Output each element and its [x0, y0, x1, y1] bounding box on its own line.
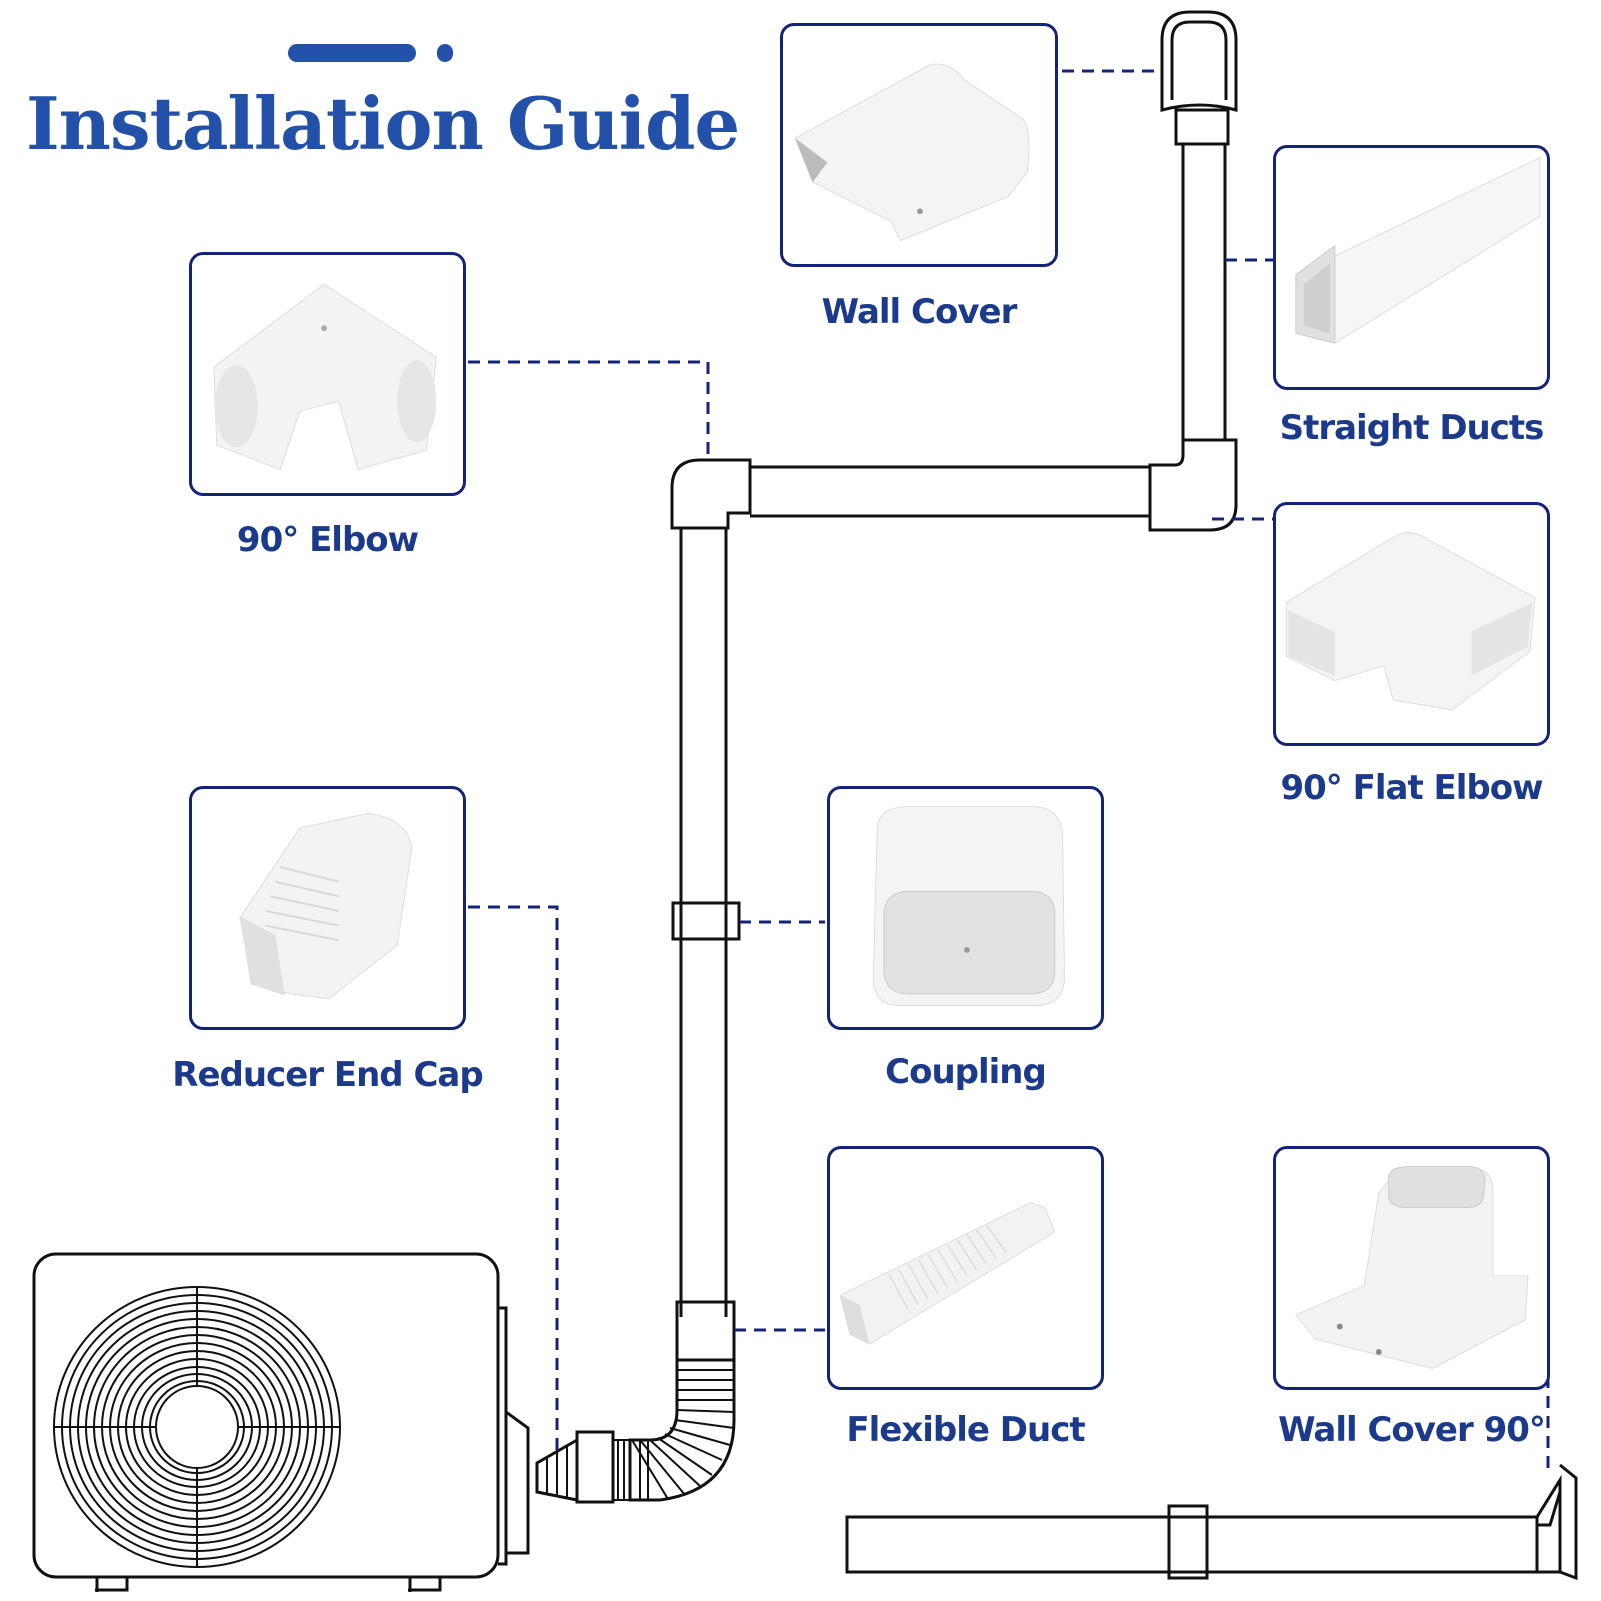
part-card-reducer-end-cap [189, 786, 466, 1030]
right-elbow-drawing [1148, 438, 1238, 532]
connector-elbow [468, 360, 710, 458]
title-decoration-bar [288, 44, 416, 62]
part-card-elbow-90 [189, 252, 466, 496]
part-label-wall-cover: Wall Cover [821, 292, 1018, 332]
outdoor-unit-drawing [32, 1252, 500, 1579]
reducer-end-cap-product-image [239, 812, 413, 1000]
part-card-wall-cover [780, 23, 1058, 267]
flexible-duct-product-image [839, 1202, 1056, 1345]
part-label-elbow-90: 90° Elbow [236, 520, 419, 560]
fan-grille-drawing [53, 1286, 341, 1568]
left-elbow-drawing [670, 458, 752, 530]
part-card-coupling [827, 786, 1104, 1030]
connector-reducer [468, 905, 559, 1450]
part-card-flat-elbow-90 [1273, 502, 1550, 746]
part-card-wall-cover-90 [1273, 1146, 1550, 1390]
part-label-flexible-duct: Flexible Duct [846, 1410, 1085, 1450]
wall-cover-product-image [794, 63, 1030, 242]
part-label-flat-elbow-90: 90° Flat Elbow [1280, 768, 1543, 808]
flat-elbow-90-product-image [1285, 532, 1536, 711]
part-card-flexible-duct [827, 1146, 1104, 1390]
part-label-coupling: Coupling [885, 1052, 1047, 1092]
title-decoration-dot [437, 44, 453, 62]
wall-cover-90-product-image [1295, 1166, 1529, 1369]
part-label-reducer-end-cap: Reducer End Cap [172, 1055, 483, 1095]
bottom-duct-drawing [845, 1515, 1539, 1574]
part-label-wall-cover-90: Wall Cover 90° [1278, 1410, 1546, 1450]
coupling-product-image [872, 806, 1065, 1007]
flexible-duct-drawing [628, 1360, 736, 1502]
straight-ducts-product-image [1295, 156, 1541, 344]
part-label-straight-ducts: Straight Ducts [1279, 408, 1545, 448]
elbow-90-product-image [213, 283, 437, 471]
part-card-straight-ducts [1273, 145, 1550, 390]
coupling-drawing [671, 901, 741, 941]
reducer-drawing [575, 1430, 615, 1504]
page-title: Installation Guide [26, 81, 740, 166]
wall-cover-drawing [1160, 10, 1238, 112]
